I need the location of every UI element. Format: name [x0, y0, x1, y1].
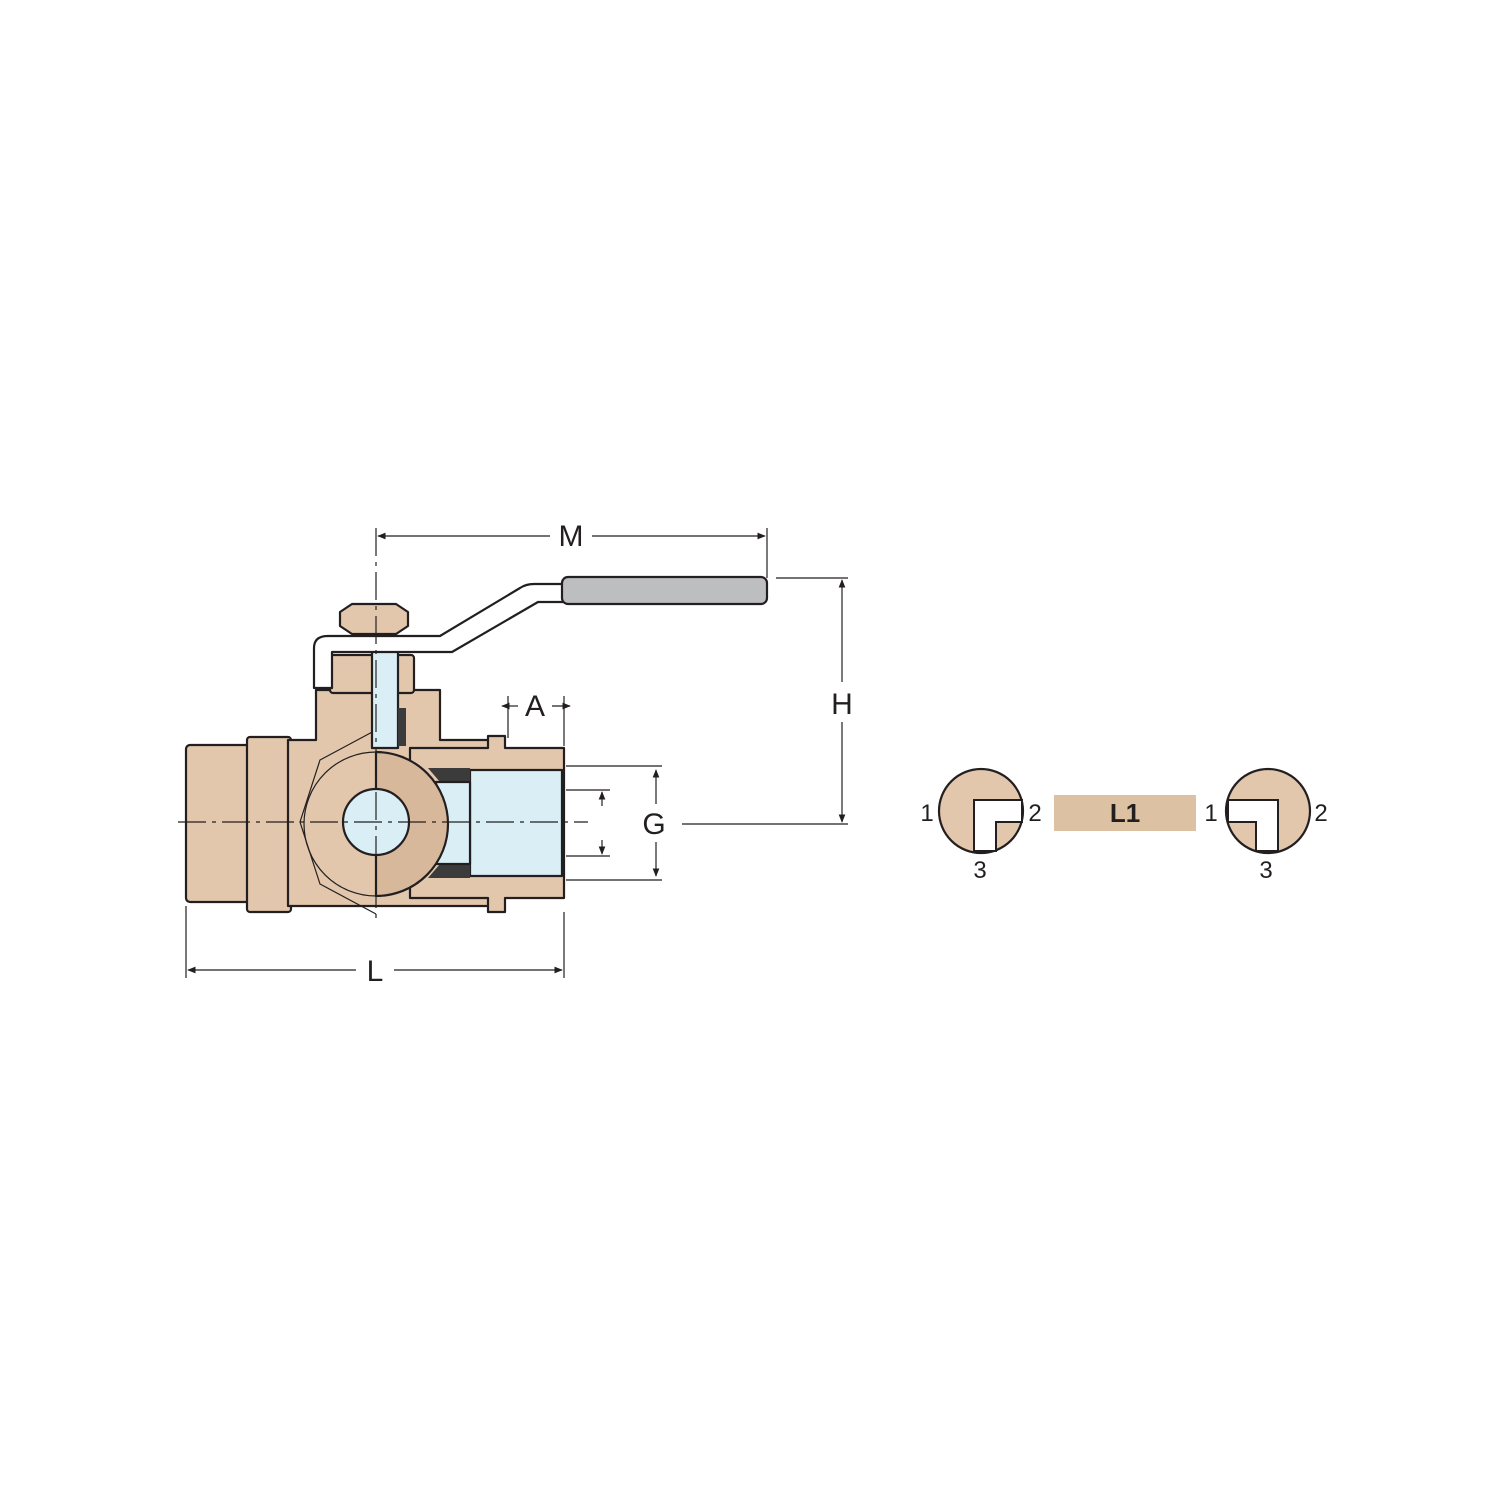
port-diagram-left: 1 2 3 — [920, 767, 1042, 884]
flow-badge-label: L1 — [1110, 798, 1140, 828]
left-hex-nut — [245, 735, 293, 914]
dimension-l-label: L — [367, 955, 384, 988]
dimension-a-label: A — [525, 690, 545, 723]
dimension-a: A — [501, 690, 571, 746]
port-left-1: 1 — [920, 800, 933, 827]
valve-body — [184, 602, 566, 915]
right-bore — [468, 768, 564, 878]
port-diagram-right: 1 2 3 — [1204, 767, 1328, 884]
dimension-g-label: G — [642, 808, 665, 841]
port-left-3: 3 — [973, 857, 986, 884]
dimension-m: M — [377, 520, 768, 578]
center-lines — [178, 528, 588, 920]
dimension-m-label: M — [559, 520, 584, 553]
port-right-2: 2 — [1314, 800, 1327, 827]
stem-packing — [398, 708, 406, 746]
port-right-3: 3 — [1259, 857, 1272, 884]
dimension-h: H — [682, 577, 853, 825]
handle — [312, 575, 769, 690]
dimension-l: L — [185, 906, 565, 988]
flow-path-right — [1227, 799, 1279, 852]
left-end-connector — [184, 743, 252, 904]
flow-badge: L1 — [1054, 795, 1196, 831]
port-left-2: 2 — [1028, 800, 1041, 827]
flow-path-left — [973, 799, 1023, 852]
port-right-1: 1 — [1204, 800, 1217, 827]
ball-cutaway — [374, 750, 450, 898]
dimension-h-label: H — [831, 688, 853, 721]
seat-seal — [428, 768, 470, 878]
stem-nut — [338, 602, 410, 636]
dimension-g: G — [566, 765, 666, 881]
flow-badge-box — [1054, 795, 1196, 831]
handle-grip — [560, 575, 769, 606]
ball-ring — [303, 751, 377, 897]
